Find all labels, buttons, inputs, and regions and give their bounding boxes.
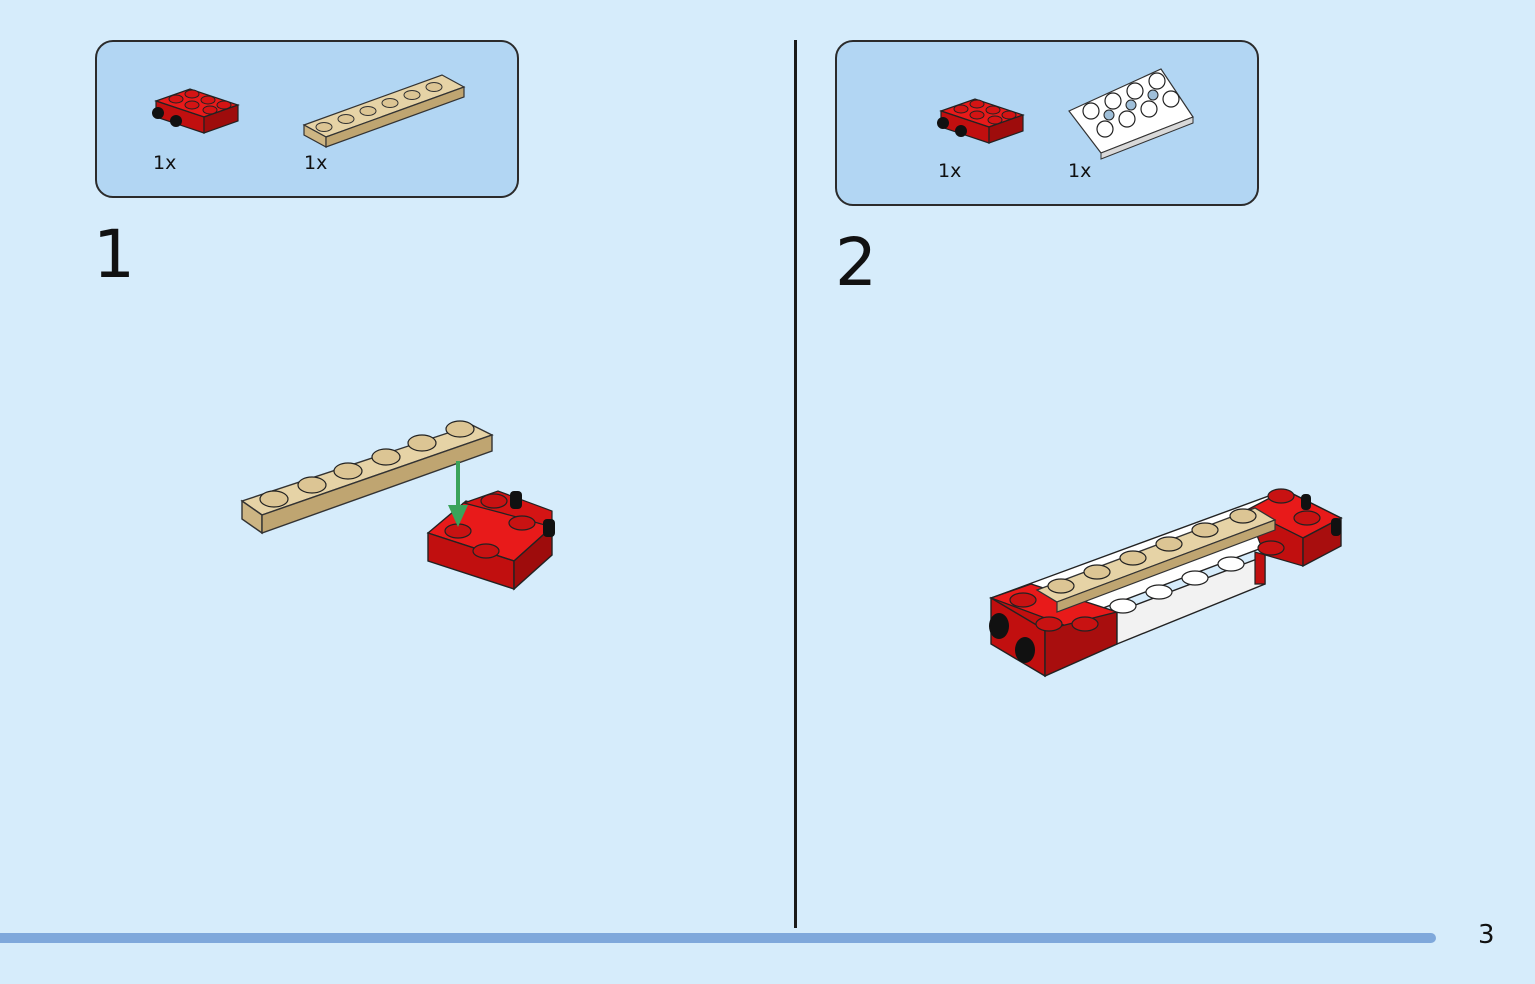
progress-bar [0,933,1436,943]
step-divider [794,40,797,928]
part-quantity: 1x [1068,160,1092,182]
parts-list-step-2: 1x 1x [835,40,1259,206]
step-1-build-illustration [240,420,555,591]
red-wheel-holder-brick-icon [152,88,240,134]
page-number: 3 [1478,920,1495,950]
part-quantity: 1x [153,152,177,174]
part-quantity: 1x [304,152,328,174]
step-number: 1 [93,216,135,293]
step-number: 2 [835,224,877,301]
part-quantity: 1x [938,160,962,182]
tan-plate-icon [302,74,466,149]
red-wheel-holder-brick-icon [937,98,1025,144]
white-plate-icon [1068,68,1194,160]
parts-list-step-1: 1x 1x [95,40,519,198]
step-2-build-illustration [988,488,1343,678]
